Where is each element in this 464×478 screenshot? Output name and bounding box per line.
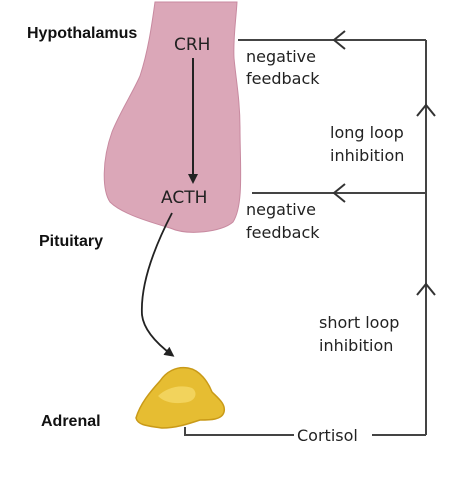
- long-loop-line1: long loop: [330, 123, 404, 142]
- acth-to-adrenal-arrow: [141, 212, 175, 357]
- negative-feedback-mid-line1: negative: [246, 200, 316, 219]
- pituitary-label: Pituitary: [39, 233, 103, 250]
- cortisol-label: Cortisol: [297, 426, 358, 445]
- hypothalamus-pituitary-gland: [103, 1, 242, 233]
- negative-feedback-top-line1: negative: [246, 47, 316, 66]
- acth-label: ACTH: [161, 188, 207, 208]
- crh-label: CRH: [174, 35, 210, 55]
- negative-feedback-top-line2: feedback: [246, 69, 320, 88]
- short-loop-line1: short loop: [319, 313, 399, 332]
- arrowhead-up-long-loop: [416, 103, 436, 117]
- long-loop-line2: inhibition: [330, 146, 404, 165]
- short-loop-line2: inhibition: [319, 336, 393, 355]
- adrenal-highlight: [158, 386, 196, 404]
- negative-feedback-mid-line2: feedback: [246, 223, 320, 242]
- cortisol-line-left: [184, 427, 294, 436]
- arrowhead-up-short-loop: [416, 282, 436, 296]
- hypothalamus-label: Hypothalamus: [27, 25, 137, 42]
- arrowhead-left-crh: [332, 30, 346, 50]
- arrowhead-left-acth: [332, 183, 346, 203]
- adrenal-label: Adrenal: [41, 413, 101, 430]
